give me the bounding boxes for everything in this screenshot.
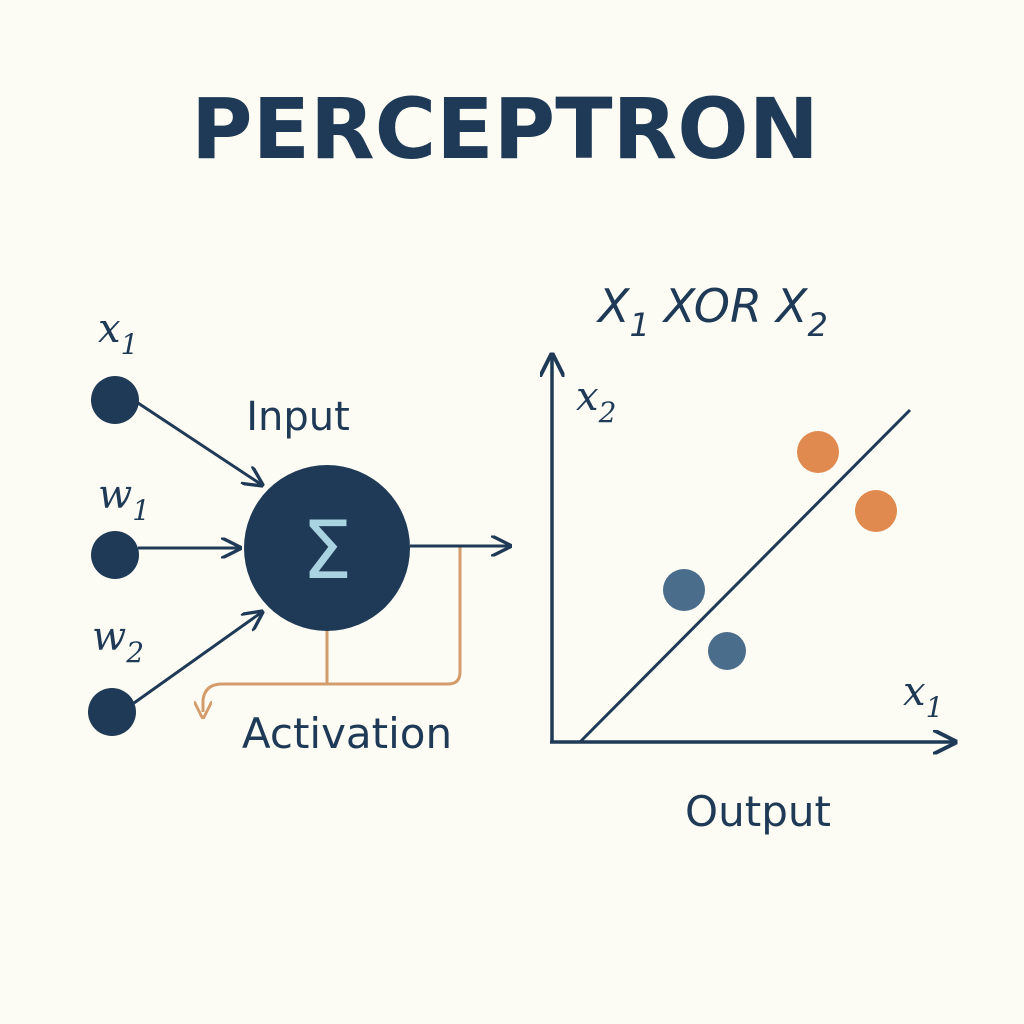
connection-3 [133,612,262,705]
input-label: Input [246,394,350,440]
activation-feedback-line [203,545,462,712]
connection-1 [137,401,262,485]
decision-boundary [578,408,912,744]
x-axis-label: x1 [903,669,943,724]
data-point-blue [708,632,746,670]
data-point-orange [797,431,839,473]
activation-label: Activation [242,709,452,758]
summation-node [244,465,410,631]
data-point-blue [663,569,705,611]
page-title: PERCEPTRON [191,80,819,178]
node-label-w1: w1 [98,472,150,527]
input-node-2 [91,531,139,579]
sigma-symbol: Σ [302,504,353,597]
y-axis-label: x2 [576,374,616,429]
input-node-1 [91,376,139,424]
node-label-x1: x1 [98,306,138,361]
node-label-w2: w2 [92,614,144,669]
input-node-3 [88,688,136,736]
output-label: Output [685,787,831,836]
data-point-orange [855,490,897,532]
